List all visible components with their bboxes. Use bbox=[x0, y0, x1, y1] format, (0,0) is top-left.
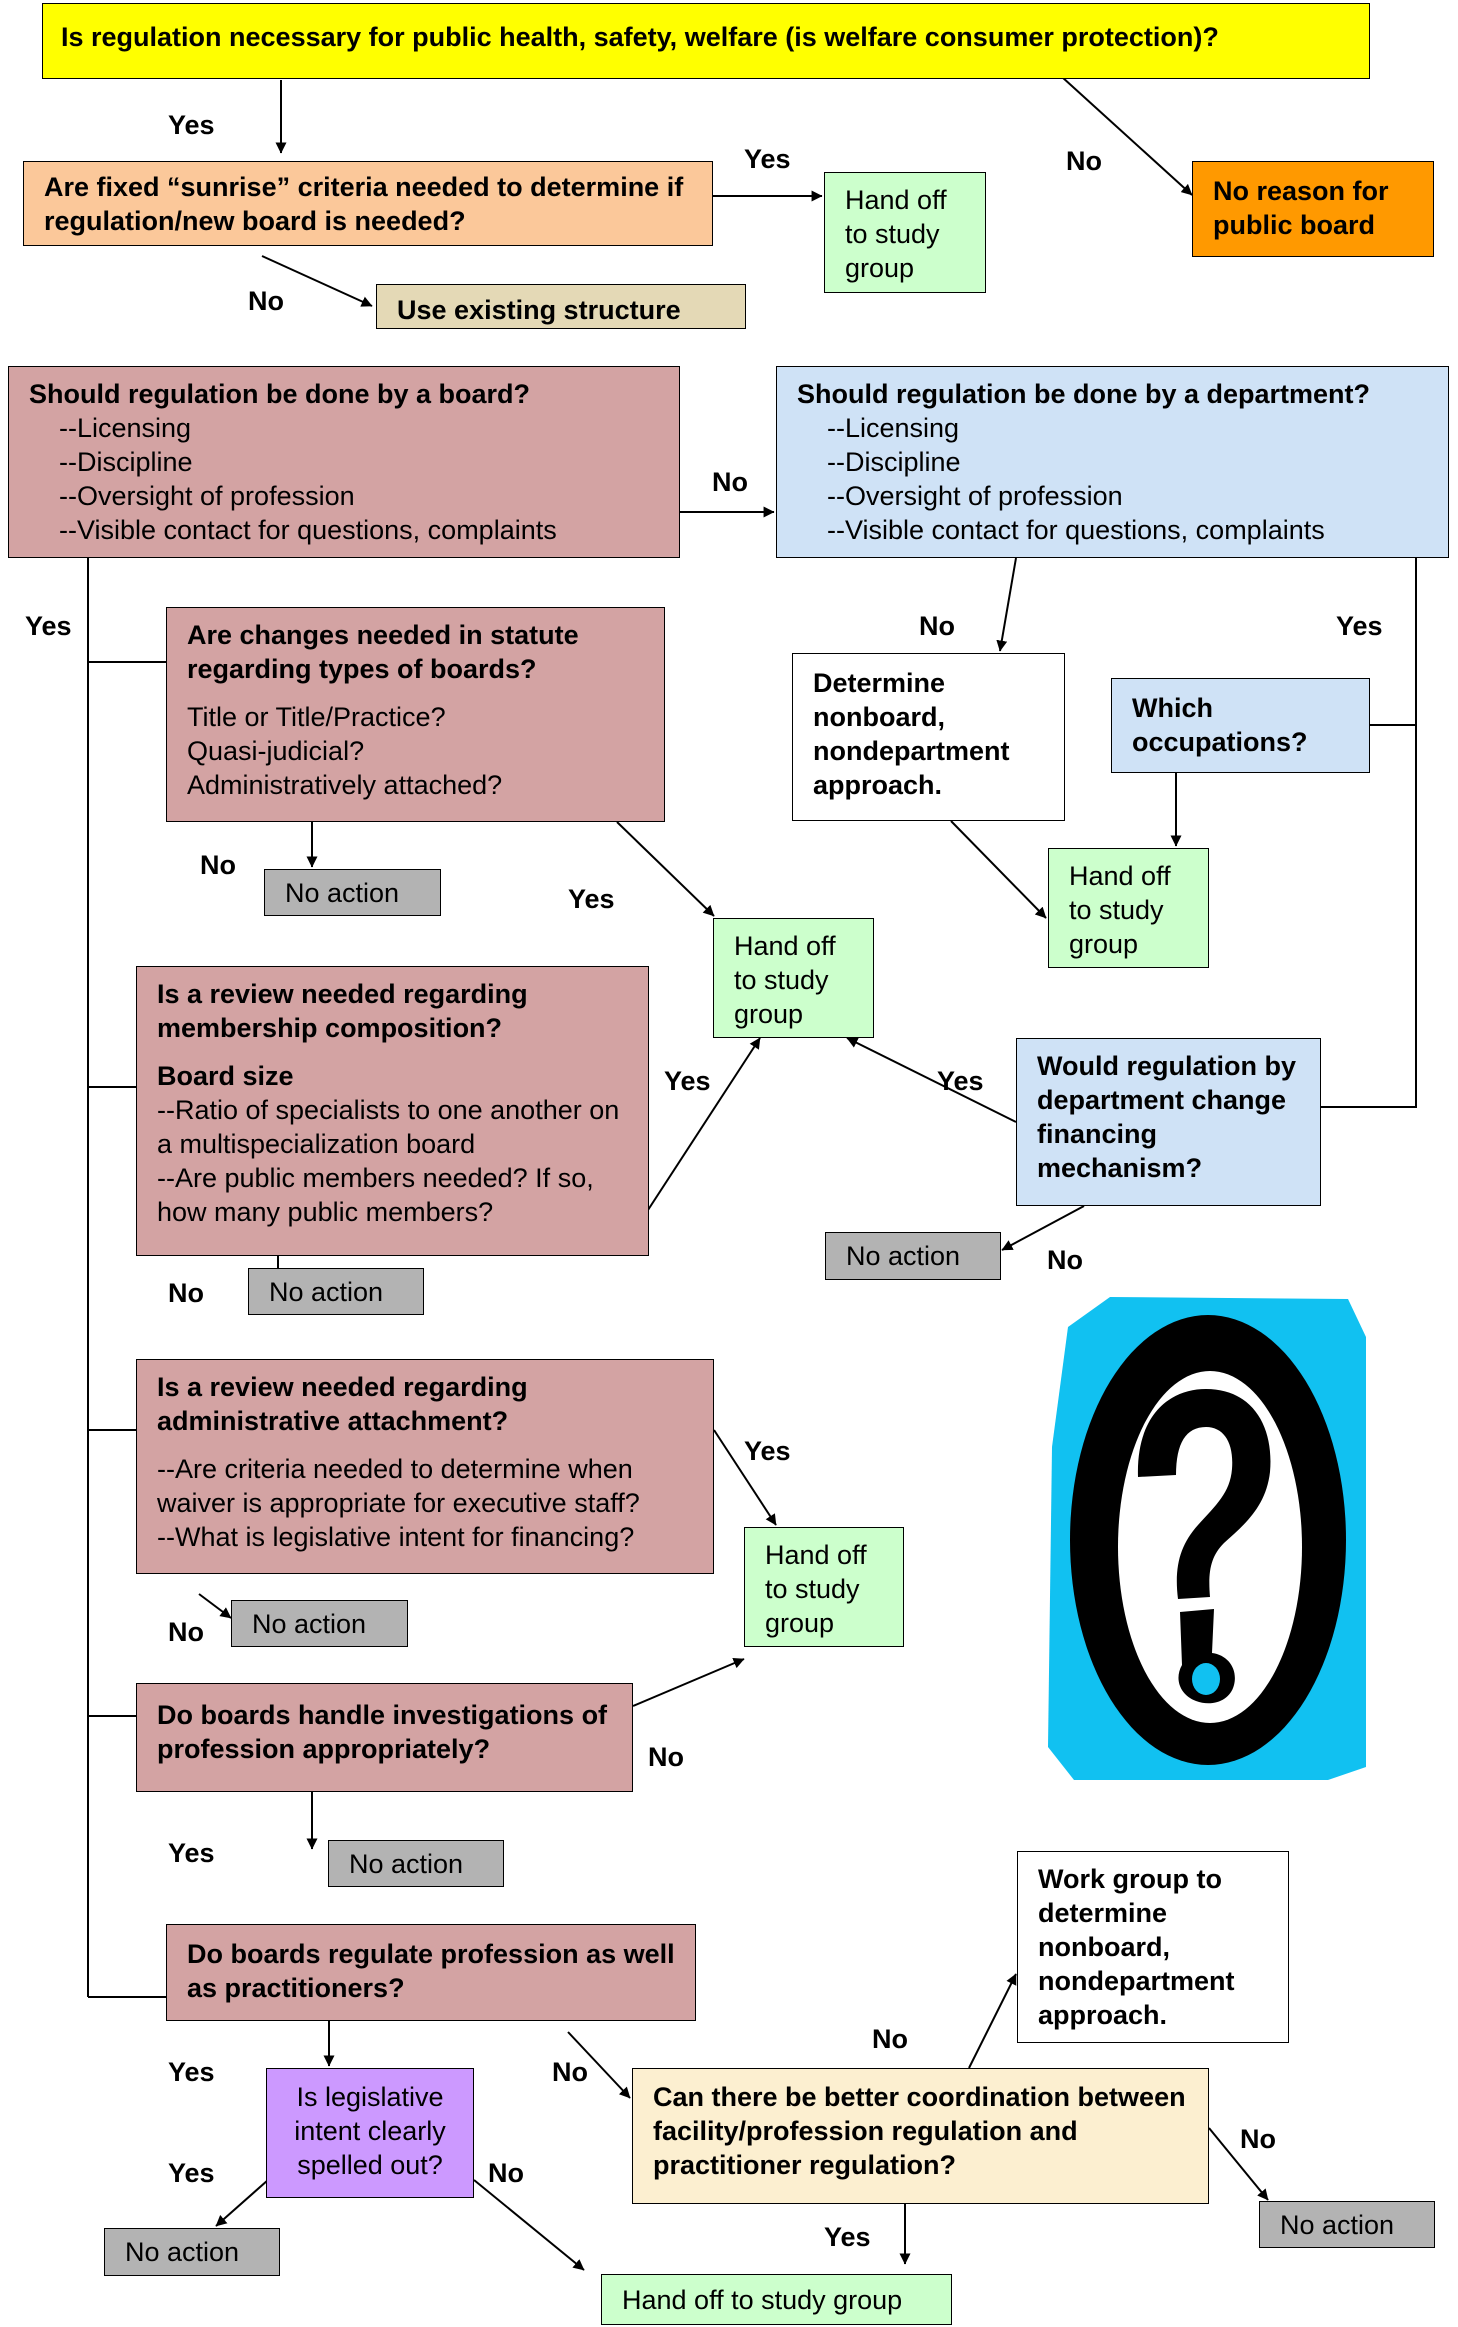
admin-item: --What is legislative intent for financi… bbox=[157, 1522, 635, 1552]
membership-question-title: Is a review needed regarding membership … bbox=[157, 979, 528, 1043]
question-department-regulation: Should regulation be done by a departmen… bbox=[776, 366, 1449, 558]
edge-label-no: No bbox=[1066, 146, 1102, 176]
no-action-4: No action bbox=[231, 1600, 408, 1647]
edge-label-yes: Yes bbox=[168, 2057, 215, 2087]
handoff-study-group-1: Hand off to study group bbox=[824, 172, 986, 293]
board-item: --Oversight of profession bbox=[59, 481, 355, 511]
no-action-5: No action bbox=[328, 1840, 504, 1887]
edge-label-yes: Yes bbox=[744, 144, 791, 174]
edge-label-no: No bbox=[919, 611, 955, 641]
question-better-coordination: Can there be better coordination between… bbox=[632, 2068, 1209, 2204]
membership-item: --Ratio of specialists to one another on… bbox=[157, 1095, 620, 1159]
edge-label-no: No bbox=[1240, 2124, 1276, 2154]
edge-label-no: No bbox=[168, 1617, 204, 1647]
department-item: --Licensing bbox=[827, 413, 960, 443]
edge-label-no: No bbox=[1047, 1245, 1083, 1275]
board-item: --Licensing bbox=[59, 413, 192, 443]
edge-label-no: No bbox=[648, 1742, 684, 1772]
edge-label-yes: Yes bbox=[168, 2158, 215, 2188]
department-question-title: Should regulation be done by a departmen… bbox=[797, 379, 1371, 409]
board-item: --Visible contact for questions, complai… bbox=[59, 515, 557, 545]
edge-label-no: No bbox=[872, 2024, 908, 2054]
handoff-study-group-5: Hand off to study group bbox=[601, 2274, 952, 2325]
admin-question-title: Is a review needed regarding administrat… bbox=[157, 1372, 528, 1436]
question-membership-composition: Is a review needed regarding membership … bbox=[136, 966, 649, 1256]
edge-label-no: No bbox=[168, 1278, 204, 1308]
membership-subtitle: Board size bbox=[157, 1061, 294, 1091]
handoff-study-group-2: Hand off to study group bbox=[1048, 848, 1209, 968]
department-item: --Discipline bbox=[827, 447, 961, 477]
edge-label-yes: Yes bbox=[1336, 611, 1383, 641]
question-investigations: Do boards handle investigations of profe… bbox=[136, 1683, 633, 1792]
no-action-6: No action bbox=[104, 2228, 280, 2276]
edge-label-no: No bbox=[712, 467, 748, 497]
edge-label-no: No bbox=[200, 850, 236, 880]
edge-label-yes: Yes bbox=[168, 1838, 215, 1868]
question-mark-icon bbox=[1048, 1297, 1366, 1780]
question-regulate-profession: Do boards regulate profession as well as… bbox=[166, 1924, 696, 2021]
question-which-occupations: Which occupations? bbox=[1111, 678, 1370, 773]
work-group-approach: Work group to determine nonboard, nondep… bbox=[1017, 1851, 1289, 2043]
use-existing-structure: Use existing structure bbox=[376, 284, 746, 329]
board-question-title: Should regulation be done by a board? bbox=[29, 379, 531, 409]
no-action-7: No action bbox=[1259, 2201, 1435, 2248]
department-item: --Oversight of profession bbox=[827, 481, 1123, 511]
no-action-2: No action bbox=[825, 1232, 1001, 1280]
edge-label-yes: Yes bbox=[664, 1066, 711, 1096]
question-legislative-intent: Is legislative intent clearly spelled ou… bbox=[266, 2068, 474, 2198]
no-reason-public-board: No reason for public board bbox=[1192, 161, 1434, 257]
statute-item: Administratively attached? bbox=[187, 770, 503, 800]
membership-item: --Are public members needed? If so, how … bbox=[157, 1163, 594, 1227]
determine-nonboard-approach: Determine nonboard, nondepartment approa… bbox=[792, 653, 1065, 821]
edge-label-yes: Yes bbox=[824, 2222, 871, 2252]
statute-item: Quasi-judicial? bbox=[187, 736, 365, 766]
edge-label-no: No bbox=[488, 2158, 524, 2188]
statute-item: Title or Title/Practice? bbox=[187, 702, 446, 732]
edge-label-yes: Yes bbox=[168, 110, 215, 140]
board-item: --Discipline bbox=[59, 447, 193, 477]
admin-item: --Are criteria needed to determine when … bbox=[157, 1454, 640, 1518]
question-sunrise-criteria: Are fixed “sunrise” criteria needed to d… bbox=[23, 161, 713, 246]
question-financing-mechanism: Would regulation by department change fi… bbox=[1016, 1038, 1321, 1206]
edge-label-no: No bbox=[248, 286, 284, 316]
question-admin-attachment: Is a review needed regarding administrat… bbox=[136, 1359, 714, 1574]
handoff-study-group-3: Hand off to study group bbox=[713, 918, 874, 1038]
edge-label-yes: Yes bbox=[25, 611, 72, 641]
edge-label-yes: Yes bbox=[568, 884, 615, 914]
edge-label-no: No bbox=[552, 2057, 588, 2087]
edge-label-yes: Yes bbox=[937, 1066, 984, 1096]
question-regulation-necessary: Is regulation necessary for public healt… bbox=[42, 3, 1370, 79]
handoff-study-group-4: Hand off to study group bbox=[744, 1527, 904, 1647]
question-statute-changes: Are changes needed in statute regarding … bbox=[166, 607, 665, 822]
question-board-regulation: Should regulation be done by a board? --… bbox=[8, 366, 680, 558]
statute-question-title: Are changes needed in statute regarding … bbox=[187, 620, 579, 684]
edge-label-yes: Yes bbox=[744, 1436, 791, 1466]
no-action-1: No action bbox=[264, 869, 441, 916]
department-item: --Visible contact for questions, complai… bbox=[827, 515, 1325, 545]
no-action-3: No action bbox=[248, 1268, 424, 1315]
